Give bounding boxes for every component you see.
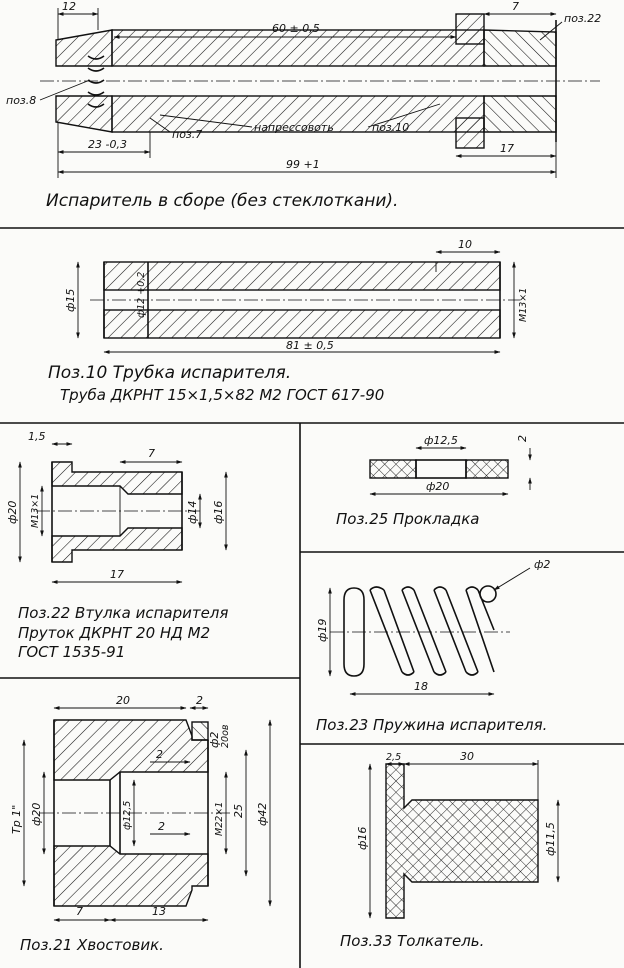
dim-label: 25	[232, 804, 245, 818]
dim-label: ф12 +0,2	[136, 272, 147, 318]
dim-label: 81 ± 0,5	[286, 339, 334, 352]
caption: Поз.22 Втулка испарителя	[18, 604, 228, 622]
dim-label: 18	[414, 680, 428, 693]
caption: Испаритель в сборе (без стеклоткани).	[46, 191, 398, 211]
dim-label: ф11,5	[544, 822, 557, 856]
dim-label: ф12,5	[122, 801, 133, 830]
tube-wall-top	[111, 29, 485, 67]
dim-label: 30	[460, 750, 474, 763]
dim-label: M13×1	[30, 494, 41, 528]
tube-wall-bottom	[103, 309, 501, 339]
dim-label: 12	[62, 0, 76, 13]
callout-label: поз.10	[372, 121, 409, 134]
dim-label: ф14	[186, 501, 199, 524]
nose-top	[55, 29, 113, 67]
caption: Поз.33 Толкатель.	[340, 932, 484, 950]
dim-label: 20ов	[220, 724, 231, 748]
dim-label: ф20	[426, 480, 449, 493]
dim-label: Tp 1"	[10, 805, 23, 834]
dim-label: 7	[148, 447, 155, 460]
dim-label: ф15	[64, 289, 77, 312]
dim-label: 7	[512, 0, 519, 13]
wire-section	[479, 585, 497, 603]
callout-label: напрессовоть	[254, 121, 334, 134]
caption: Поз.23 Пружина испарителя.	[316, 716, 547, 734]
spring-coils	[369, 589, 495, 673]
bushing-bottom	[51, 527, 183, 563]
nose-bottom	[55, 95, 113, 133]
dim-label: 13	[152, 905, 166, 918]
dim-label: M22×1	[214, 802, 225, 836]
callout-label: поз.22	[564, 12, 601, 25]
gasket-right	[465, 459, 509, 479]
bushing-pos22-drawing: 1,5 7 ф20 M13×1 ф14 ф16 17 Поз.22 Втулка…	[6, 430, 228, 661]
dim-label: 17	[500, 142, 514, 155]
dim-label: 60 ± 0,5	[272, 22, 320, 35]
dim-label: ф42	[256, 803, 269, 826]
dim-label: ф16	[212, 501, 225, 524]
dim-label: 2	[196, 694, 203, 707]
bushing-bottom	[483, 95, 557, 133]
gasket-left	[369, 459, 417, 479]
evaporator-assembly-drawing: 12 60 ± 0,5 7 поз.22 поз.8 поз.7 напресс…	[0, 0, 624, 229]
dim-label: ф20	[6, 501, 19, 524]
callout-label: поз.7	[172, 128, 202, 141]
shank-top	[53, 719, 209, 781]
dim-label: ф20	[30, 803, 43, 826]
dim-label: ф2	[208, 732, 221, 748]
dim-label: ф12,5	[424, 434, 458, 447]
caption-spec: Пруток ДКРНТ 20 НД М2	[18, 624, 210, 642]
flange-top	[455, 13, 485, 45]
dim-label: 2	[516, 435, 529, 442]
bushing-top	[51, 461, 183, 495]
dim-label: ф2	[534, 558, 550, 571]
dim-label: 23 -0,3	[88, 138, 127, 151]
gasket-pos25-drawing: ф12,5 ф20 2 Поз.25 Прокладка	[336, 434, 532, 528]
dim-label: M13×1	[518, 288, 529, 322]
spring-end-coil	[343, 587, 365, 677]
shank-bottom	[53, 845, 209, 907]
caption-spec: Труба ДКРНТ 15×1,5×82 М2 ГОСТ 617-90	[60, 386, 384, 404]
pusher-pos33-drawing: 2,5 30 ф16 ф11,5 Поз.33 Толкатель.	[340, 750, 560, 950]
dim-label: ф19	[316, 619, 329, 642]
caption-spec: ГОСТ 1535-91	[18, 643, 125, 661]
pusher-body	[385, 763, 539, 919]
shank-groove-top	[191, 721, 209, 741]
dim-label: ф16	[356, 827, 369, 850]
flange-bottom	[455, 117, 485, 149]
tube-pos10-drawing: 10 ф15 ф12 +0,2 M13×1 81 ± 0,5 Поз.10 Тр…	[0, 238, 624, 424]
dim-label: 99 +1	[286, 158, 320, 171]
caption: Поз.10 Трубка испарителя.	[48, 363, 291, 383]
spring-pos23-drawing: ф2 ф19 18 Поз.23 Пружина испарителя.	[316, 558, 550, 734]
spiral-insert	[87, 55, 105, 108]
dim-label: 2	[158, 820, 165, 833]
dim-label: 2,5	[386, 752, 401, 763]
dim-label: 17	[110, 568, 124, 581]
caption: Поз.25 Прокладка	[336, 510, 480, 528]
shank-pos21-drawing: 20 2 Tp 1" ф20 ф12,5 M22×1 25 ф42 ф2 20о…	[10, 694, 272, 954]
caption: Поз.21 Хвостовик.	[20, 936, 164, 954]
dim-label: 7	[76, 905, 83, 918]
dim-label: 1,5	[28, 430, 46, 443]
tube-wall-top	[103, 261, 501, 291]
dim-label: 20	[116, 694, 130, 707]
callout-label: поз.8	[6, 94, 36, 107]
dim-label: 10	[458, 238, 472, 251]
dim-label: 2	[156, 748, 163, 761]
